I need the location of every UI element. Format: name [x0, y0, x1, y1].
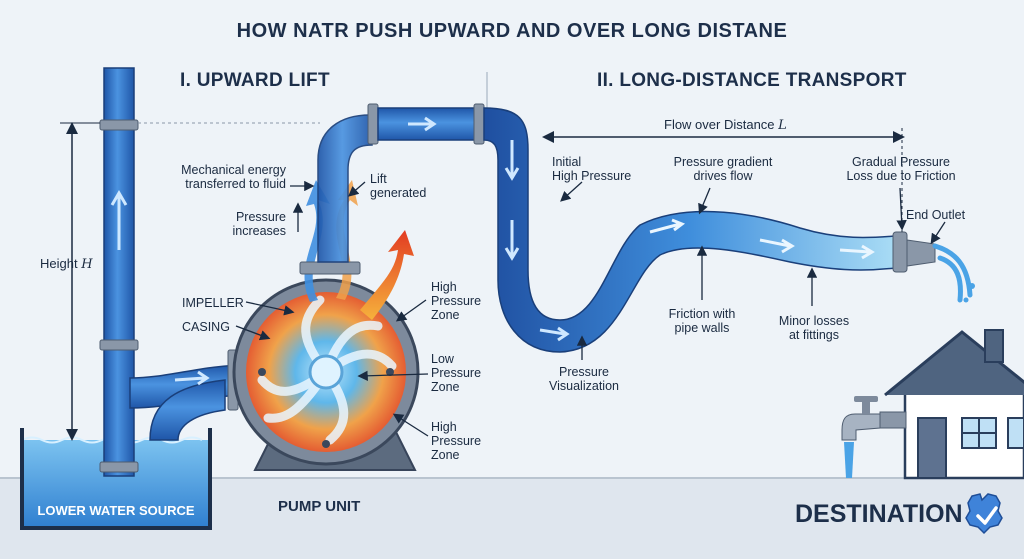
label-lower-water-source: LOWER WATER SOURCE: [37, 503, 195, 518]
label-destination: DESTINATION: [795, 500, 963, 528]
label-pressure-visualization: Pressure Visualization: [549, 365, 619, 393]
label-height-text: Height: [40, 256, 78, 271]
check-badge-icon: [965, 493, 1003, 535]
height-dimension: [60, 122, 320, 441]
label-pressure-increases: Pressure increases: [232, 210, 287, 238]
label-pressure-gradient: Pressure gradient drives flow: [673, 155, 773, 183]
faucet-icon: [841, 396, 907, 478]
label-flow-text: Flow over Distance: [664, 117, 775, 132]
label-high-pressure-zone-bottom: High Pressure Zone: [431, 420, 482, 462]
label-height-var: H: [81, 257, 93, 272]
page-title: HOW NATR PUSH UPWARD AND OVER LONG DISTA…: [236, 20, 788, 42]
label-gradual-pressure-loss: Gradual Pressure Loss due to Friction: [846, 155, 956, 183]
label-lift-generated: Lift generated: [370, 172, 427, 200]
label-flow-over-distance: Flow over Distance L: [664, 118, 787, 133]
section-long-distance: II. LONG-DISTANCE TRANSPORT: [597, 70, 907, 91]
discharge-pipe: [299, 103, 975, 353]
label-initial-high-pressure: Initial High Pressure: [552, 155, 632, 183]
label-end-outlet: End Outlet: [906, 208, 966, 222]
label-casing: CASING: [182, 320, 230, 334]
label-low-pressure-zone: Low Pressure Zone: [431, 352, 482, 394]
label-impeller: IMPELLER: [182, 296, 244, 310]
section-upward-lift: I. UPWARD LIFT: [180, 70, 330, 91]
riser-pipe: [99, 67, 139, 477]
label-pump-unit: PUMP UNIT: [278, 498, 361, 515]
label-friction-walls: Friction with pipe walls: [668, 307, 736, 335]
label-height: Height H: [40, 257, 93, 272]
label-flow-var: L: [778, 118, 787, 133]
pump-casing: [232, 278, 420, 466]
label-mechanical-energy: Mechanical energy transferred to fluid: [181, 163, 286, 191]
house-icon: [884, 329, 1024, 480]
leader-lines: [235, 180, 946, 437]
label-high-pressure-zone-top: High Pressure Zone: [431, 280, 482, 322]
label-minor-losses: Minor losses at fittings: [778, 314, 850, 342]
